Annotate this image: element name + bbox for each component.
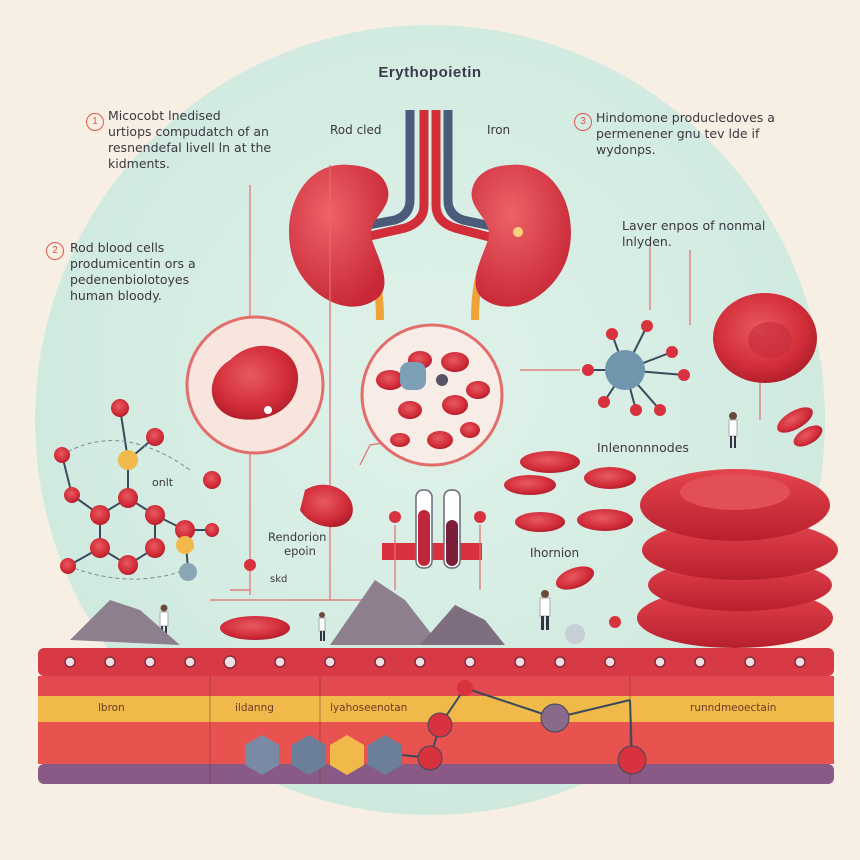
kidney-right-spot — [513, 227, 523, 237]
step-number-1: 1 — [86, 113, 104, 131]
step-number-2: 2 — [46, 242, 64, 260]
band-label-2: ildanng — [235, 702, 274, 714]
label-inlenonnnodes: Inlenonnnodes — [597, 440, 689, 455]
top-right-text: Hindomone producledoves a permenener gnu… — [596, 110, 775, 157]
hexagon-chain — [245, 680, 647, 775]
floating-red-cells — [220, 407, 823, 640]
band-label-4: runndmeoectain — [690, 702, 777, 714]
mid-left-text: Rod blood cells produmicentin ors a pede… — [70, 240, 196, 303]
label-iron: Iron — [487, 123, 511, 137]
stacked-discs — [637, 469, 838, 648]
test-tubes — [382, 489, 482, 569]
rendorion-text: Rendorion epoin — [268, 530, 327, 558]
kidney-left — [289, 164, 389, 307]
layer-text: Laver enpos of nonmal lnlyden. — [622, 218, 766, 249]
top-left-text: Micocobt lnedised urtiops compudatch of … — [108, 108, 272, 171]
epo-molecule — [582, 320, 690, 416]
label-onlt: onlt — [152, 476, 174, 489]
molecular-structure — [54, 399, 221, 581]
page-title: Erythopoietin — [378, 64, 482, 81]
step-number-3: 3 — [574, 113, 592, 131]
mountains — [70, 580, 585, 645]
band-label-iron: lbron — [98, 702, 125, 714]
blood-sample-circle — [360, 323, 504, 467]
band-label-3: lyahoseenotan — [330, 702, 408, 714]
cell-closeup-circle — [185, 315, 325, 455]
label-skd: skd — [270, 574, 288, 585]
label-thornion: Ihornion — [530, 546, 580, 560]
pin-markers — [244, 511, 621, 628]
label-red-cled: Rod cled — [330, 123, 382, 137]
